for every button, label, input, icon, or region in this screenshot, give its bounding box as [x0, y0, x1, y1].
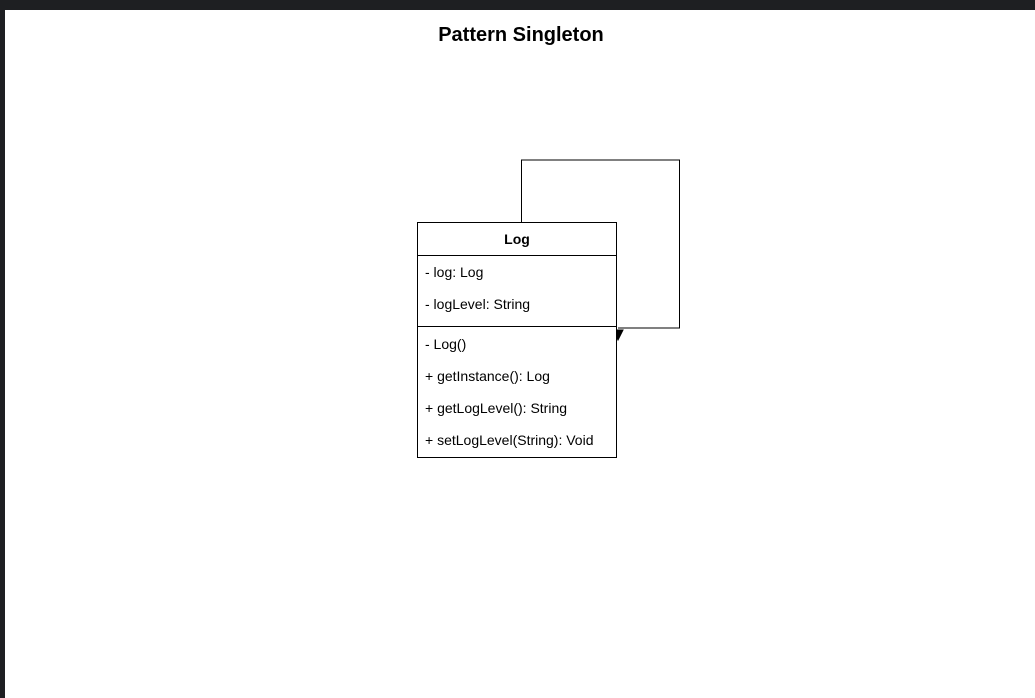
operation-getloglevel: + getLogLevel(): String — [425, 400, 568, 416]
operation-setloglevel: + setLogLevel(String): Void — [425, 432, 594, 448]
diagram-canvas: Pattern Singleton Log - log: Log - logLe… — [5, 10, 1035, 698]
operation-constructor: - Log() — [425, 336, 467, 352]
class-log[interactable]: Log - log: Log - logLevel: String - Log(… — [417, 222, 617, 458]
attribute-loglevel: - logLevel: String — [425, 296, 531, 312]
attributes-compartment: - log: Log - logLevel: String — [418, 256, 616, 327]
class-name: Log — [418, 223, 616, 256]
diagram-title: Pattern Singleton — [438, 24, 604, 46]
attribute-log: - log: Log — [425, 264, 484, 280]
operation-getinstance: + getInstance(): Log — [425, 368, 550, 384]
